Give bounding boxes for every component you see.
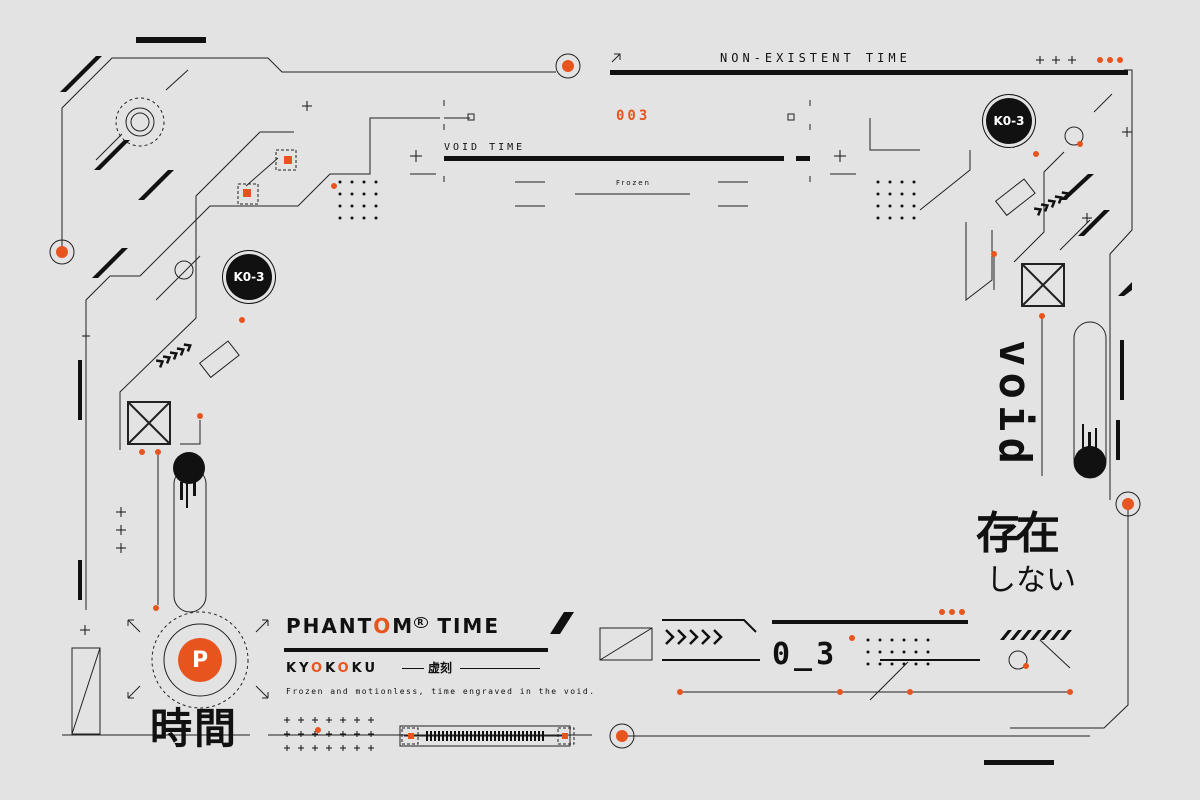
subtitle-rule: [402, 668, 424, 669]
brand-subtitle-o1: O: [311, 661, 326, 676]
right-badge: K0-3: [986, 98, 1032, 144]
brand-subtitle-latin: KY: [286, 661, 312, 676]
brand-subtitle-end: KU: [351, 661, 379, 676]
left-badge: K0-3: [226, 254, 272, 300]
center-counter: 003: [616, 108, 651, 124]
brand-title-o: O: [373, 614, 393, 638]
subtitle-rule-2: [460, 668, 540, 669]
p-logo-icon: P: [178, 638, 222, 682]
brand-tagline: Frozen and motionless, time engraved in …: [286, 687, 596, 696]
brand-title-part2: M: [392, 614, 415, 638]
brand-subtitle-mid: K: [325, 661, 338, 676]
brand-title-part3: TIME: [437, 614, 500, 638]
void-time-label: VOID TIME: [444, 142, 526, 153]
brand-subtitle-o2: O: [337, 661, 352, 676]
top-banner-title: NON-EXISTENT TIME: [720, 51, 911, 65]
vertical-void-word: void: [989, 340, 1040, 470]
kanji-time: 時間: [150, 704, 239, 753]
brand-kanji-sub: 虚刻: [428, 661, 453, 675]
brand-subtitle: KYOKOKU: [286, 662, 378, 675]
brand-title-part1: PHANT: [286, 614, 374, 638]
kanji-sub: しない: [986, 563, 1076, 598]
brand-slash-icon: [550, 612, 574, 634]
bottom-counter: 0_3: [772, 637, 839, 672]
kanji-main: 存在: [976, 508, 1060, 559]
registered-mark: R: [414, 617, 429, 629]
frozen-label: Frozen: [616, 179, 651, 187]
